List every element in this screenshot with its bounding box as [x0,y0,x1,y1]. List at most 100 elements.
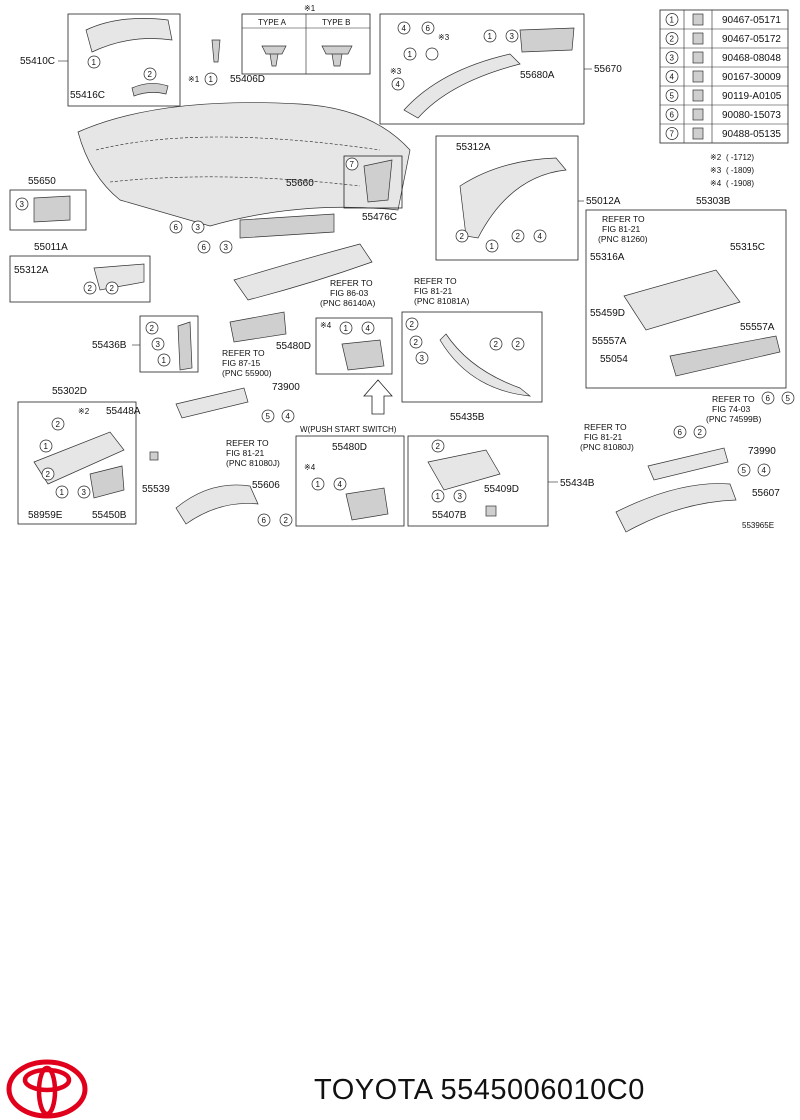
svg-text:FIG 81-21: FIG 81-21 [584,432,623,442]
svg-text:4: 4 [366,324,371,333]
fastener-part-number: 90468-08048 [722,53,781,64]
fastener-number-circle [665,70,679,83]
cluster-cover-shape [131,83,169,97]
svg-text:FIG 81-21: FIG 81-21 [602,224,641,234]
svg-text:( -1712): ( -1712) [726,153,754,162]
part-55606-shape [175,484,259,525]
center-vent-55660 [239,213,335,239]
label-55435B: 55435B [450,412,485,423]
svg-text:FIG 86-03: FIG 86-03 [330,288,369,298]
switch-panel-shape [229,311,287,343]
trim-55435B-group: REFER TO FIG 81-21 (PNC 81081A) 2 2 3 2 … [401,276,543,423]
svg-text:※3: ※3 [710,166,722,175]
svg-text:2: 2 [88,284,93,293]
label-55480D-b: 55480D [332,442,367,453]
svg-text:1: 1 [162,356,167,365]
center-display-shape [233,243,373,301]
svg-text:6: 6 [202,243,207,252]
svg-text:2: 2 [516,232,521,241]
part-55436B-group: 2 3 1 55436B [92,315,199,373]
svg-text:REFER TO: REFER TO [584,422,627,432]
svg-text:( -1809): ( -1809) [726,166,754,175]
label-55476C: 55476C [362,212,397,223]
fastener-part-number: 90167-30009 [722,72,781,83]
svg-text:( -1908): ( -1908) [726,179,754,188]
lower-panel-55302D-group: 55302D ※2 55448A 2 1 2 1 3 58959E 55450B [17,386,141,525]
fastener-number: 2 [670,35,675,44]
fastener-number-circle [665,108,679,121]
svg-text:※3: ※3 [438,33,450,42]
svg-text:4: 4 [762,466,767,475]
svg-text:FIG 74-03: FIG 74-03 [712,404,751,414]
fastener-icon [692,70,704,83]
fastener-icon [692,127,704,140]
fastener-number: 4 [670,73,675,82]
svg-text:2: 2 [698,428,703,437]
label-73990: 73990 [748,446,776,457]
svg-text:6: 6 [174,223,179,232]
label-55557A-mid: 55557A [592,336,627,347]
svg-text:2: 2 [148,70,153,79]
svg-text:2: 2 [284,516,289,525]
fastener-part-number: 90488-05135 [722,129,781,140]
svg-text:5: 5 [786,394,791,403]
svg-text:4: 4 [286,412,291,421]
svg-text:6: 6 [426,24,431,33]
svg-text:3: 3 [458,492,463,501]
svg-text:REFER TO: REFER TO [222,348,265,358]
svg-text:2: 2 [410,320,415,329]
vent-55680A [519,27,575,53]
doc-code: 553965E [742,521,774,530]
part-55607-shape [615,483,737,533]
label-55480D: 55480D [276,341,311,352]
clip-type-a [261,45,287,67]
svg-text:2: 2 [414,338,419,347]
svg-text:※4: ※4 [320,321,332,330]
fastener-part-number: 90119-A0105 [722,91,782,102]
fastener-table: 1 90467-05171 2 90467-05172 3 90468-08048 4 901… [659,9,789,144]
svg-text:5: 5 [266,412,271,421]
svg-text:1: 1 [60,488,65,497]
fastener-number: 3 [670,54,675,63]
cluster-panel-shape [85,18,173,53]
fastener-icon [692,13,704,26]
svg-text:2: 2 [56,420,61,429]
svg-text:(PNC 55900): (PNC 55900) [222,368,272,378]
svg-text:※1: ※1 [304,4,316,13]
svg-text:1: 1 [209,75,214,84]
label-55303B: 55303B [696,196,731,207]
fastener-part-number: 90467-05172 [722,34,781,45]
label-55434B: 55434B [560,478,595,489]
label-55407B: 55407B [432,510,467,521]
label-55606: 55606 [252,480,280,491]
svg-text:2: 2 [460,232,465,241]
cluster-panel-group: 55410C 55416C 1 2 55406D ※1 1 [20,13,265,107]
svg-text:1: 1 [44,442,49,451]
svg-text:FIG 81-21: FIG 81-21 [226,448,265,458]
fastener-icon [692,32,704,45]
svg-text:1: 1 [408,50,413,59]
svg-text:6: 6 [678,428,683,437]
fastener-number-circle [665,127,679,140]
svg-text:(PNC 81260): (PNC 81260) [598,234,648,244]
brand-part-number: TOYOTA 5545006010C0 [314,1074,645,1106]
fastener-number-circle [665,89,679,102]
fastener-part-number: 90467-05171 [722,15,781,26]
console-55434B-group: 2 1 3 55409D 55407B [407,435,549,527]
svg-text:6: 6 [766,394,771,403]
fastener-number: 1 [670,16,675,25]
svg-text:2: 2 [46,470,51,479]
type-b-label: TYPE B [322,18,350,27]
svg-text:3: 3 [156,340,161,349]
label-55312A-left: 55312A [14,265,49,276]
svg-text:1: 1 [490,242,495,251]
upper-trim-group: 4 6 ※3 1 ※3 4 1 3 55680A 55670 [379,13,622,125]
svg-text:2: 2 [150,324,155,333]
svg-text:(PNC 81080J): (PNC 81080J) [580,442,634,452]
clip-type-b [321,45,353,67]
footer: TOYOTA 5545006010C0 [0,528,800,1119]
svg-text:2: 2 [516,340,521,349]
svg-text:FIG 81-21: FIG 81-21 [414,286,453,296]
label-55315C: 55315C [730,242,765,253]
svg-text:2: 2 [110,284,115,293]
